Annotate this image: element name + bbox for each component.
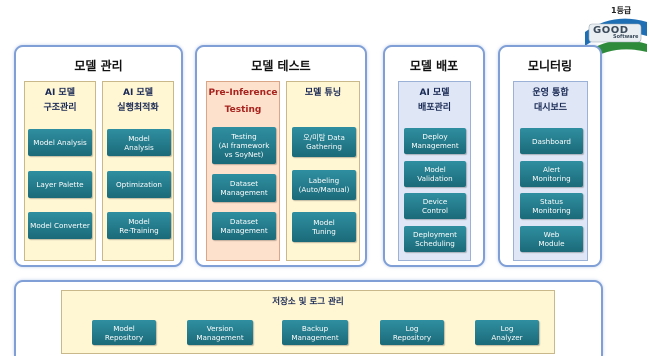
- model-deploy-title: 모델 배포: [409, 59, 459, 73]
- optimization-box: Optimization: [107, 171, 171, 198]
- ai-model-deploy-column: AI 모델 배포관리 Deploy Management Model Valid…: [398, 81, 471, 261]
- monitoring-panel: 모니터링 운영 통합 대시보드 Dashboard Alert Monitori…: [498, 45, 602, 267]
- model-converter-box: Model Converter: [28, 212, 92, 239]
- alert-monitoring-box: Alert Monitoring: [520, 161, 583, 187]
- model-management-panel: 모델 관리 AI 모델 구조관리 Model Analysis Layer Pa…: [14, 45, 183, 267]
- storage-log-title: 저장소 및 로그 관리: [272, 297, 344, 307]
- storage-log-inner: 저장소 및 로그 관리 Model Repository Version Man…: [61, 290, 555, 354]
- optimization-column-title-2: 실행최적화: [117, 103, 159, 113]
- structure-column-title-1: AI 모델: [44, 88, 75, 98]
- model-analysis-2-box: Model Analysis: [107, 129, 171, 156]
- version-management-box: Version Management: [187, 320, 253, 345]
- deployment-scheduling-box: Deployment Scheduling: [404, 226, 466, 252]
- deploy-management-box: Deploy Management: [404, 128, 466, 154]
- storage-log-panel: 저장소 및 로그 관리 Model Repository Version Man…: [14, 280, 603, 356]
- model-validation-box: Model Validation: [404, 161, 466, 187]
- integrated-dashboard-column: 운영 통합 대시보드 Dashboard Alert Monitoring St…: [513, 81, 588, 261]
- ai-model-optimization-column: AI 모델 실행최적화 Model Analysis Optimization …: [102, 81, 174, 261]
- pre-inference-title-2: Testing: [224, 105, 262, 115]
- model-test-panel: 모델 테스트 Pre-Inference Testing Testing (AI…: [195, 45, 367, 267]
- model-test-title: 모델 테스트: [251, 59, 311, 73]
- model-tuning-column: 모델 튜닝 오/미탐 Data Gathering Labeling (Auto…: [286, 81, 360, 261]
- structure-column-title-2: 구조관리: [43, 103, 77, 113]
- log-analyzer-box: Log Analyzer: [475, 320, 539, 345]
- dashboard-column-title-1: 운영 통합: [532, 88, 569, 98]
- device-control-box: Device Control: [404, 193, 466, 219]
- deploy-column-title-2: 배포관리: [417, 103, 452, 113]
- deploy-column-title-1: AI 모델: [419, 88, 450, 98]
- model-tuning-box: Model Tuning: [292, 212, 356, 242]
- logo-sub: Software: [613, 34, 639, 40]
- logo-word: GOOD: [593, 25, 629, 36]
- pre-inference-testing-column: Pre-Inference Testing Testing (AI framew…: [206, 81, 280, 261]
- model-analysis-box: Model Analysis: [28, 129, 92, 156]
- optimization-column-title-1: AI 모델: [122, 88, 153, 98]
- dashboard-column-title-2: 대시보드: [533, 103, 568, 113]
- model-management-title: 모델 관리: [74, 59, 123, 73]
- model-retraining-box: Model Re-Training: [107, 212, 171, 239]
- model-repository-box: Model Repository: [92, 320, 156, 345]
- dataset-management-box-2: Dataset Management: [212, 212, 276, 240]
- ai-model-structure-column: AI 모델 구조관리 Model Analysis Layer Palette …: [24, 81, 96, 261]
- dataset-management-box-1: Dataset Management: [212, 174, 276, 202]
- logo-grade: 1등급: [611, 6, 632, 15]
- model-deploy-panel: 모델 배포 AI 모델 배포관리 Deploy Management Model…: [383, 45, 485, 267]
- monitoring-title: 모니터링: [527, 59, 573, 73]
- web-module-box: Web Module: [520, 226, 583, 252]
- dashboard-box: Dashboard: [520, 128, 583, 154]
- logo-emblem-icon: [585, 18, 647, 60]
- good-software-logo: 1등급 GOOD Software: [583, 2, 649, 62]
- pre-inference-title-1: Pre-Inference: [208, 88, 278, 98]
- log-repository-box: Log Repository: [380, 320, 444, 345]
- false-detection-data-box: 오/미탐 Data Gathering: [292, 127, 356, 157]
- testing-box: Testing (AI framework vs SoyNet): [212, 127, 276, 164]
- model-tuning-title: 모델 튜닝: [304, 88, 342, 98]
- labeling-box: Labeling (Auto/Manual): [292, 170, 356, 200]
- status-monitoring-box: Status Monitoring: [520, 193, 583, 219]
- backup-management-box: Backup Management: [282, 320, 348, 345]
- layer-palette-box: Layer Palette: [28, 171, 92, 198]
